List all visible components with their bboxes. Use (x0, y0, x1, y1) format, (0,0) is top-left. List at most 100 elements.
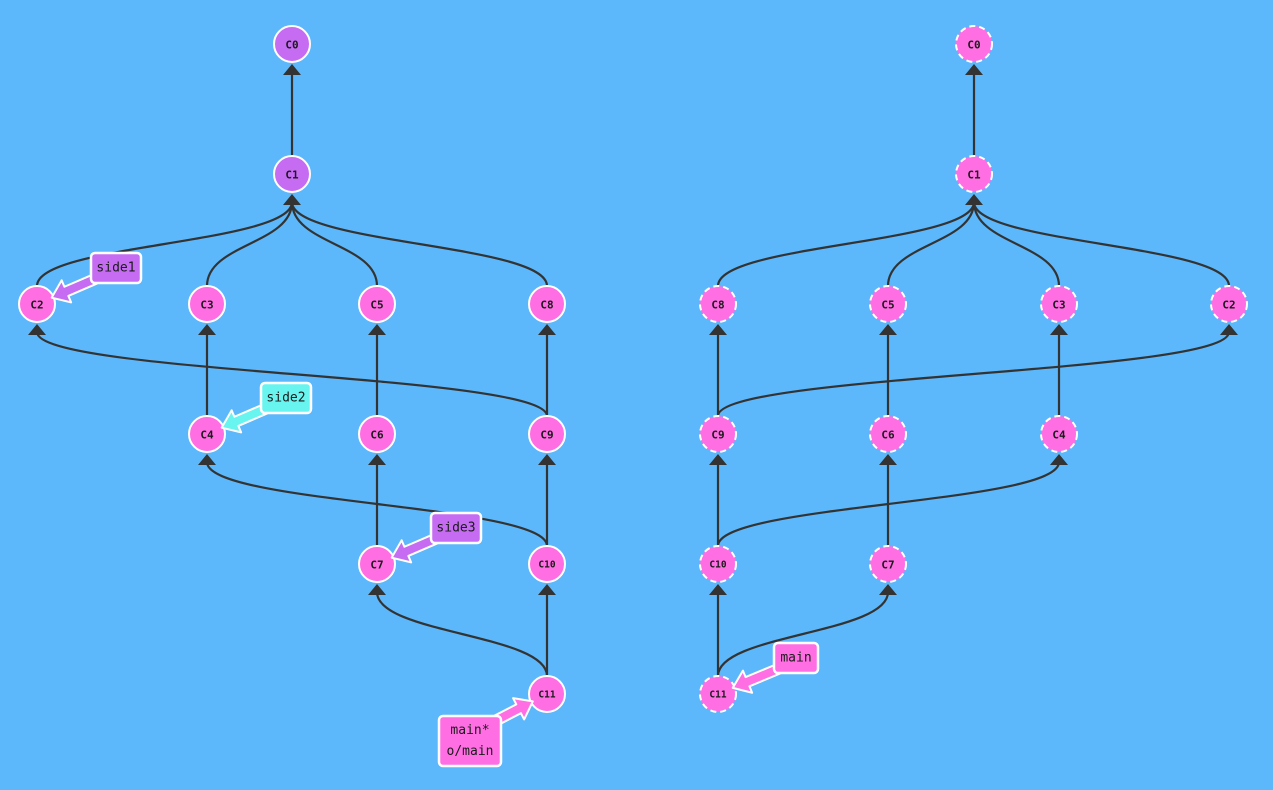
left-edge-C11-to-C7 (375, 591, 549, 677)
left-commit-c5[interactable]: C5 (358, 285, 396, 323)
left-commit-c0[interactable]: C0 (273, 25, 311, 63)
branch-pointer-arrow (50, 273, 98, 304)
commit-circle (699, 285, 737, 323)
left-commit-c9[interactable]: C9 (528, 415, 566, 453)
right-branch-labels: main (731, 641, 820, 694)
left-arrowhead-C9 (538, 454, 556, 465)
left-commit-c2[interactable]: C2 (18, 285, 56, 323)
commit-label: C5 (881, 299, 894, 312)
right-edge-C11-to-C7 (716, 591, 890, 677)
right-arrowhead-C7 (879, 584, 897, 595)
left-arrowhead-C5 (368, 324, 386, 335)
right-commit-c4[interactable]: C4 (1040, 415, 1078, 453)
right-commit-c2[interactable]: C2 (1210, 285, 1248, 323)
left-branch-labels: side1 side2 side3 main* o/main (50, 251, 534, 768)
branch-label-box (259, 381, 313, 415)
right-arrowhead-C8 (709, 324, 727, 335)
left-branch-side2[interactable]: side2 (220, 381, 313, 434)
commit-circle (699, 675, 737, 713)
commit-circle (358, 415, 396, 453)
commit-label: C6 (370, 429, 384, 442)
commit-circle (273, 25, 311, 63)
commit-label: C10 (709, 560, 726, 571)
left-arrowhead-C6 (368, 454, 386, 465)
branch-label-box (437, 714, 503, 768)
right-commit-c10[interactable]: C10 (699, 545, 737, 583)
branch-label-text: side2 (266, 391, 305, 406)
commit-circle (955, 25, 993, 63)
branch-pointer-arrow (731, 663, 781, 694)
commit-circle (528, 675, 566, 713)
commit-label: C1 (967, 169, 981, 182)
right-commit-c7[interactable]: C7 (869, 545, 907, 583)
commit-circle (188, 415, 226, 453)
left-arrowhead-C4 (198, 454, 216, 465)
left-branch-side1[interactable]: side1 (50, 251, 143, 304)
commit-label: C2 (1222, 299, 1235, 312)
left-edge-C8-to-C1 (290, 201, 549, 287)
commit-circle (699, 545, 737, 583)
commit-label: C5 (370, 299, 383, 312)
left-arrowhead-C2 (28, 324, 46, 335)
branch-label-text: o/main (447, 744, 494, 759)
left-edge-C5-to-C1 (290, 201, 379, 287)
right-arrowhead-C1 (965, 194, 983, 205)
commit-circle (869, 285, 907, 323)
commit-label: C2 (30, 299, 43, 312)
right-arrowhead-C4 (1050, 454, 1068, 465)
left-edge-C9-to-C2 (35, 331, 549, 417)
right-edge-C9-to-C2 (716, 331, 1231, 417)
commit-circle (1210, 285, 1248, 323)
commit-circle (273, 155, 311, 193)
right-commit-c9[interactable]: C9 (699, 415, 737, 453)
right-edge-C2-to-C1 (972, 201, 1231, 287)
branch-label-text: main* (450, 723, 489, 738)
left-commit-c11[interactable]: C11 (528, 675, 566, 713)
commit-label: C9 (711, 429, 724, 442)
right-commit-c11[interactable]: C11 (699, 675, 737, 713)
left-commit-c1[interactable]: C1 (273, 155, 311, 193)
commit-label: C10 (538, 560, 555, 571)
left-commit-c6[interactable]: C6 (358, 415, 396, 453)
right-commit-c6[interactable]: C6 (869, 415, 907, 453)
left-arrowhead-C3 (198, 324, 216, 335)
commit-circle (699, 415, 737, 453)
left-arrowhead-C0 (283, 64, 301, 75)
commit-label: C8 (711, 299, 724, 312)
branch-label-text: main (780, 651, 811, 666)
left-edge-C10-to-C4 (205, 461, 549, 547)
right-commit-c3[interactable]: C3 (1040, 285, 1078, 323)
right-branch-main[interactable]: main (731, 641, 820, 694)
commit-circle (18, 285, 56, 323)
commit-label: C11 (709, 690, 726, 701)
right-commit-c1[interactable]: C1 (955, 155, 993, 193)
right-edge-C8-to-C1 (716, 201, 976, 287)
left-arrowheads (28, 64, 556, 595)
commit-label: C9 (540, 429, 553, 442)
branch-label-box (429, 511, 483, 545)
left-commit-c7[interactable]: C7 (358, 545, 396, 583)
right-commit-c5[interactable]: C5 (869, 285, 907, 323)
commit-circle (869, 545, 907, 583)
commit-label: C4 (200, 429, 214, 442)
right-commit-c8[interactable]: C8 (699, 285, 737, 323)
right-arrowhead-C2 (1220, 324, 1238, 335)
left-branch-main[interactable]: main* o/main (437, 697, 534, 768)
commit-label: C11 (538, 690, 555, 701)
left-commit-c3[interactable]: C3 (188, 285, 226, 323)
commit-label: C7 (370, 559, 383, 572)
left-commit-c10[interactable]: C10 (528, 545, 566, 583)
left-commit-c8[interactable]: C8 (528, 285, 566, 323)
commit-circle (528, 545, 566, 583)
left-edge-C2-to-C1 (35, 201, 294, 287)
branch-label-text: side3 (436, 521, 475, 536)
left-arrowhead-C7 (368, 584, 386, 595)
left-commit-c4[interactable]: C4 (188, 415, 226, 453)
right-commit-c0[interactable]: C0 (955, 25, 993, 63)
right-edges (716, 71, 1231, 677)
commit-circle (528, 415, 566, 453)
left-branch-side3[interactable]: side3 (390, 511, 483, 564)
branch-label-box (772, 641, 820, 675)
